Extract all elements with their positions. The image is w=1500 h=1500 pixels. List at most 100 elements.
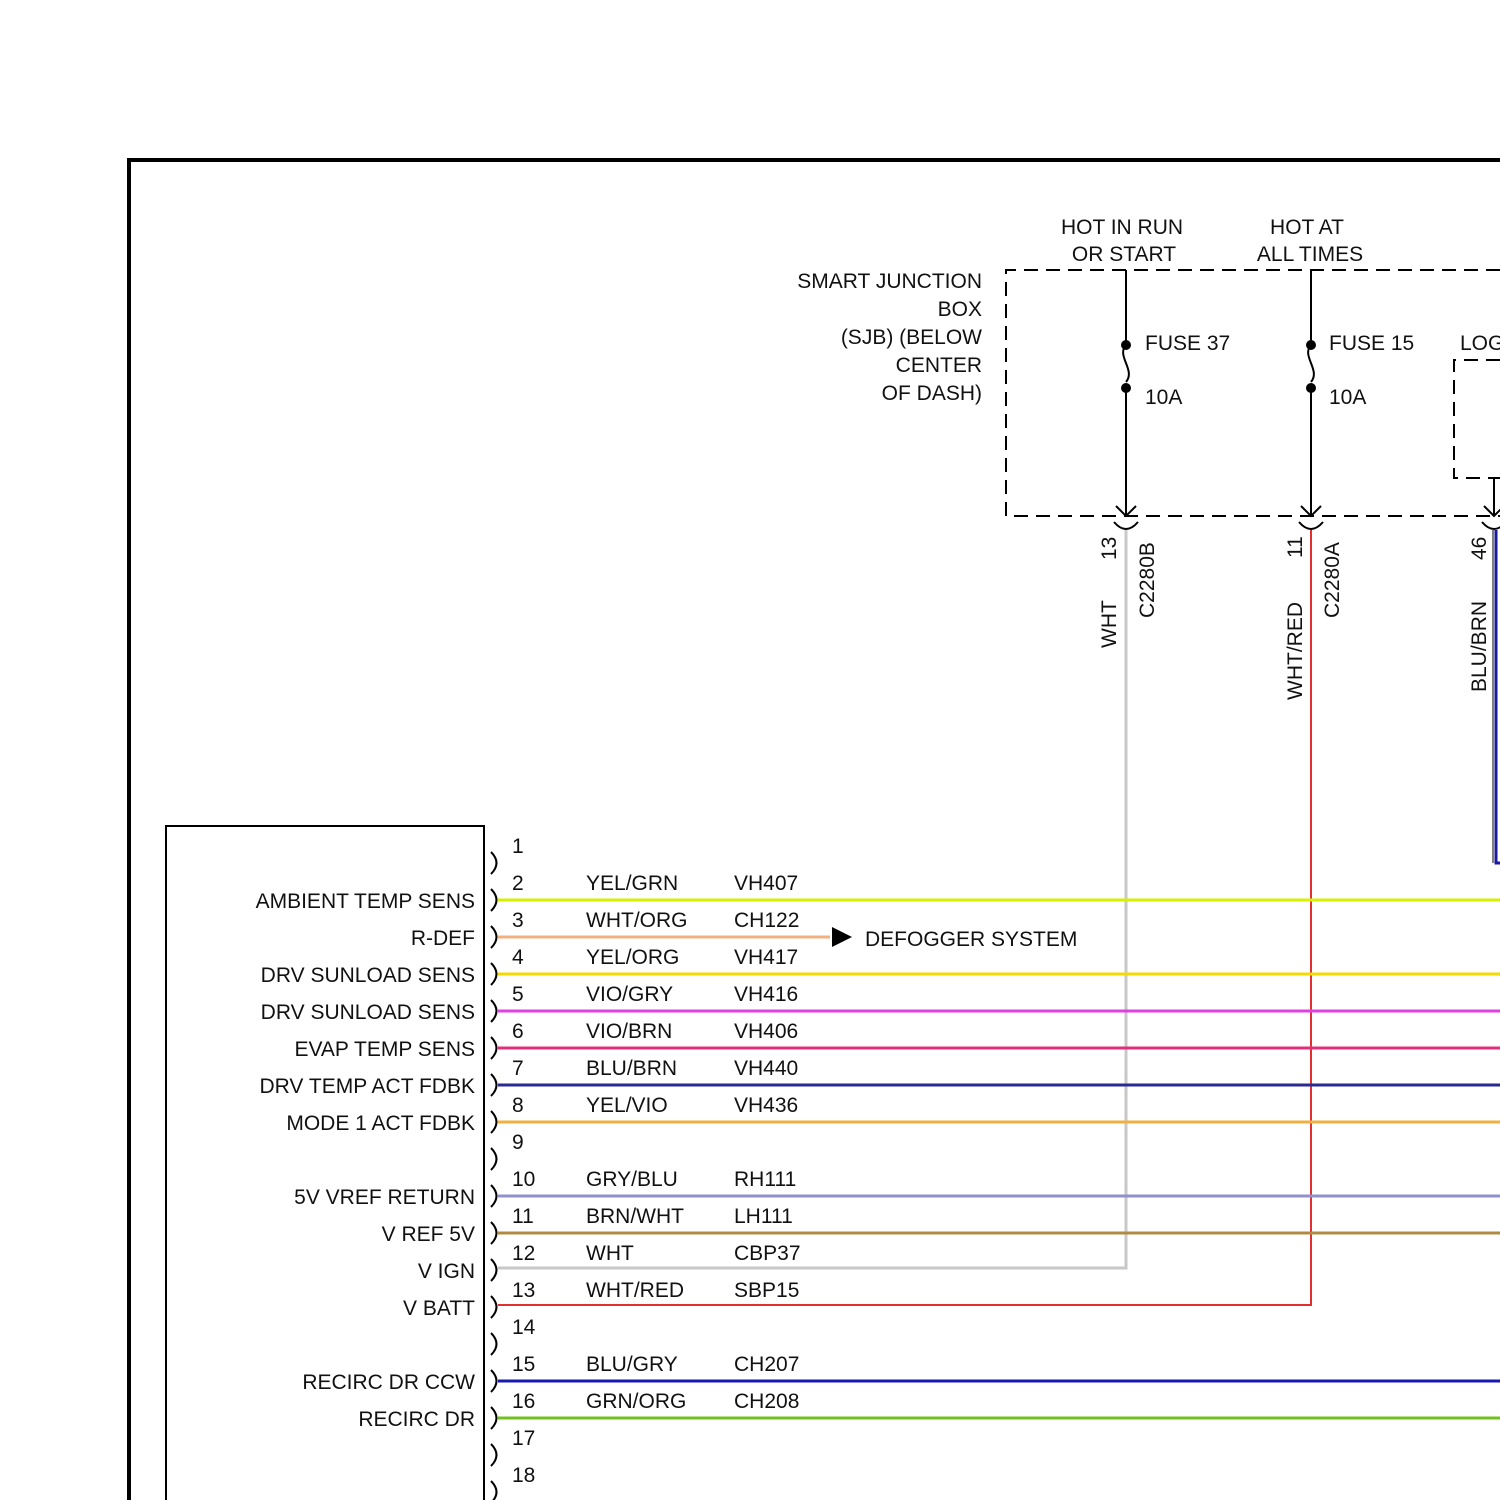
pin-terminal-symbol: [491, 1037, 497, 1059]
wire-color-code: GRN/ORG: [586, 1390, 686, 1413]
pin-terminal-symbol: [491, 1000, 497, 1022]
pin-function-label: DRV TEMP ACT FDBK: [259, 1075, 475, 1098]
circuit-id: CH208: [734, 1390, 799, 1413]
pin-terminal-symbol: [491, 852, 497, 874]
circuit-id: CBP37: [734, 1242, 801, 1265]
pin-row: 1: [491, 835, 524, 874]
connector-pin-46-symbol: [1482, 522, 1500, 529]
pin-terminal-symbol: [491, 889, 497, 911]
wire-color-code: BRN/WHT: [586, 1205, 684, 1228]
fuse-37-circuit: HOT IN RUN OR START FUSE 37 10A 13 C2280…: [1061, 216, 1230, 648]
pin-terminal-symbol: [491, 1259, 497, 1281]
pin-number: 17: [512, 1427, 535, 1450]
pin-function-label: V IGN: [418, 1260, 475, 1283]
sjb-dashed-box: [1006, 270, 1500, 516]
pin-function-label: EVAP TEMP SENS: [294, 1038, 475, 1061]
connector-c2280b-pin-symbol: [1114, 522, 1138, 529]
pin-number: 14: [512, 1316, 536, 1339]
wire-color-code: GRY/BLU: [586, 1168, 678, 1191]
defogger-arrow: [832, 927, 852, 947]
diagram-frame: [129, 160, 1500, 1500]
wire-color-code: VIO/GRY: [586, 983, 673, 1006]
pin-terminal-symbol: [491, 1370, 497, 1392]
pin-row: 17: [491, 1427, 535, 1466]
fuse-15-rating: 10A: [1329, 386, 1366, 409]
wire-color-code: YEL/ORG: [586, 946, 679, 969]
pin-function-label: R-DEF: [411, 927, 475, 950]
pin-row: 16RECIRC DRGRN/ORGCH208: [358, 1390, 1500, 1431]
fuse-37-symbol: [1123, 345, 1129, 382]
pin-number: 15: [512, 1353, 535, 1376]
pin-number: 3: [512, 909, 524, 932]
pin-row: 9: [491, 1131, 524, 1170]
pin-terminal-symbol: [491, 1148, 497, 1170]
supply-1-heading-line-1: HOT IN RUN: [1061, 216, 1183, 239]
wire-color-code: WHT: [586, 1242, 634, 1265]
pin-terminal-symbol: [491, 1333, 497, 1355]
pin-function-label: V BATT: [403, 1297, 475, 1320]
pin-function-label: AMBIENT TEMP SENS: [256, 890, 475, 913]
pin-terminal-symbol: [491, 926, 497, 948]
fuse-15-symbol: [1308, 345, 1314, 382]
connector-c2280a-pin-number: 11: [1284, 536, 1307, 558]
logic-module-label: LOG: [1460, 332, 1500, 355]
pin-function-label: MODE 1 ACT FDBK: [286, 1112, 475, 1135]
sjb-label-line-4: CENTER: [896, 354, 982, 377]
pin-number: 4: [512, 946, 524, 969]
pin-number: 13: [512, 1279, 535, 1302]
supply-1-heading-line-2: OR START: [1072, 243, 1176, 266]
pin-number: 11: [512, 1205, 534, 1228]
pin-row: 18: [491, 1464, 535, 1500]
pin-terminal-symbol: [491, 1074, 497, 1096]
pin-row: 2AMBIENT TEMP SENSYEL/GRNVH407: [256, 872, 1500, 913]
supply-2-heading-line-2: ALL TIMES: [1257, 243, 1363, 266]
pin-number: 12: [512, 1242, 535, 1265]
circuit-id: VH407: [734, 872, 798, 895]
fuse-15-circuit: HOT AT ALL TIMES FUSE 15 10A 11 C2280A W…: [1257, 216, 1414, 700]
pin-row: 12 V IGN WHT CBP37: [418, 1242, 801, 1283]
pin-terminal-symbol: [491, 1111, 497, 1133]
wire-blu-brn-color-label: BLU/BRN: [1468, 601, 1491, 692]
sjb-label-line-5: OF DASH): [882, 382, 982, 405]
circuit-id: CH122: [734, 909, 799, 932]
pin-row: 14: [491, 1316, 536, 1355]
connector-c2280a-label: C2280A: [1321, 542, 1344, 618]
circuit-id: RH111: [734, 1168, 796, 1191]
pin-number: 1: [512, 835, 524, 858]
pin-terminal-symbol: [491, 963, 497, 985]
circuit-id: CH207: [734, 1353, 799, 1376]
pin-terminal-symbol: [491, 1222, 497, 1244]
wire-color-code: VIO/BRN: [586, 1020, 672, 1043]
wire-wht-red-color-label: WHT/RED: [1284, 602, 1307, 700]
circuit-id: VH406: [734, 1020, 798, 1043]
defogger-label: DEFOGGER SYSTEM: [865, 928, 1077, 951]
wire-color-code: YEL/GRN: [586, 872, 678, 895]
wire-blu-brn-vertical: [1496, 530, 1500, 863]
circuit-id: VH440: [734, 1057, 798, 1080]
logic-arrowhead: [1484, 506, 1500, 516]
wire-color-code: BLU/GRY: [586, 1353, 678, 1376]
pin-function-label: DRV SUNLOAD SENS: [261, 964, 475, 987]
pin-function-label: RECIRC DR CCW: [302, 1371, 475, 1394]
sjb-label-line-2: BOX: [938, 298, 982, 321]
circuit-id: LH111: [734, 1205, 793, 1228]
pin-number: 8: [512, 1094, 524, 1117]
logic-module-dashed-box: [1454, 360, 1500, 478]
connector-c2280a-pin-symbol: [1299, 522, 1323, 529]
pin-number: 10: [512, 1168, 535, 1191]
connector-c2280b-pin-number: 13: [1098, 537, 1121, 560]
pin-number: 6: [512, 1020, 524, 1043]
pin-function-label: RECIRC DR: [358, 1408, 475, 1431]
pin-number: 7: [512, 1057, 524, 1080]
wire-color-code: WHT/RED: [586, 1279, 684, 1302]
